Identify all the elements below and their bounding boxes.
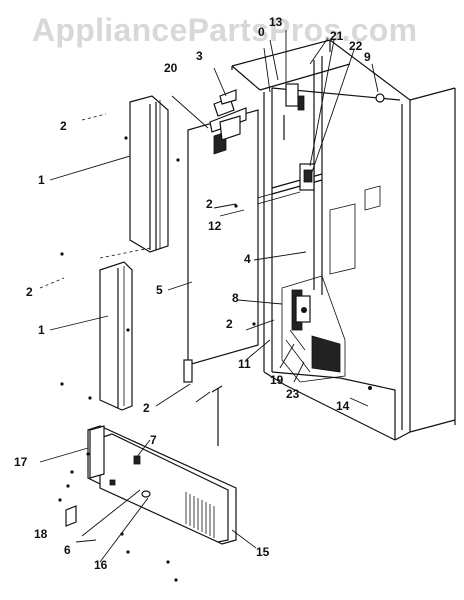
callout-15: 15	[256, 545, 270, 559]
callout-2-right: 2	[226, 317, 233, 331]
callout-17: 17	[14, 455, 28, 469]
callout-19: 19	[270, 373, 284, 387]
callout-20: 20	[164, 61, 178, 75]
callout-2-left: 2	[26, 285, 33, 299]
callout-2-bottom: 2	[143, 401, 150, 415]
callout-0: 0	[258, 25, 265, 39]
callout-1-upper: 1	[38, 173, 45, 187]
callout-22: 22	[349, 39, 363, 53]
refrigerator-cabinet	[231, 39, 456, 441]
callout-12: 12	[208, 219, 222, 233]
callout-2-top: 2	[60, 119, 67, 133]
callout-9: 9	[364, 50, 371, 64]
callout-2-mid: 2	[206, 197, 213, 211]
leader-lines	[39, 30, 379, 563]
callout-13: 13	[269, 15, 283, 29]
callout-14: 14	[336, 399, 350, 413]
trim-strip-lower	[99, 247, 151, 411]
callout-6: 6	[64, 543, 71, 557]
callout-8: 8	[232, 291, 239, 305]
callout-4: 4	[244, 252, 251, 266]
callout-18: 18	[34, 527, 48, 541]
callout-16: 16	[94, 558, 108, 572]
trim-strip-upper	[129, 95, 169, 253]
fastener-dots	[58, 136, 372, 582]
hinge-brackets	[213, 89, 241, 155]
callout-3: 3	[196, 49, 203, 63]
panel-clip	[183, 359, 223, 446]
bottom-grille-assembly	[65, 425, 237, 545]
callout-5: 5	[156, 283, 163, 297]
callout-11: 11	[238, 357, 251, 371]
callout-1-lower: 1	[38, 323, 45, 337]
callout-21: 21	[330, 29, 344, 43]
callout-7: 7	[150, 433, 157, 447]
callout-23: 23	[286, 387, 300, 401]
